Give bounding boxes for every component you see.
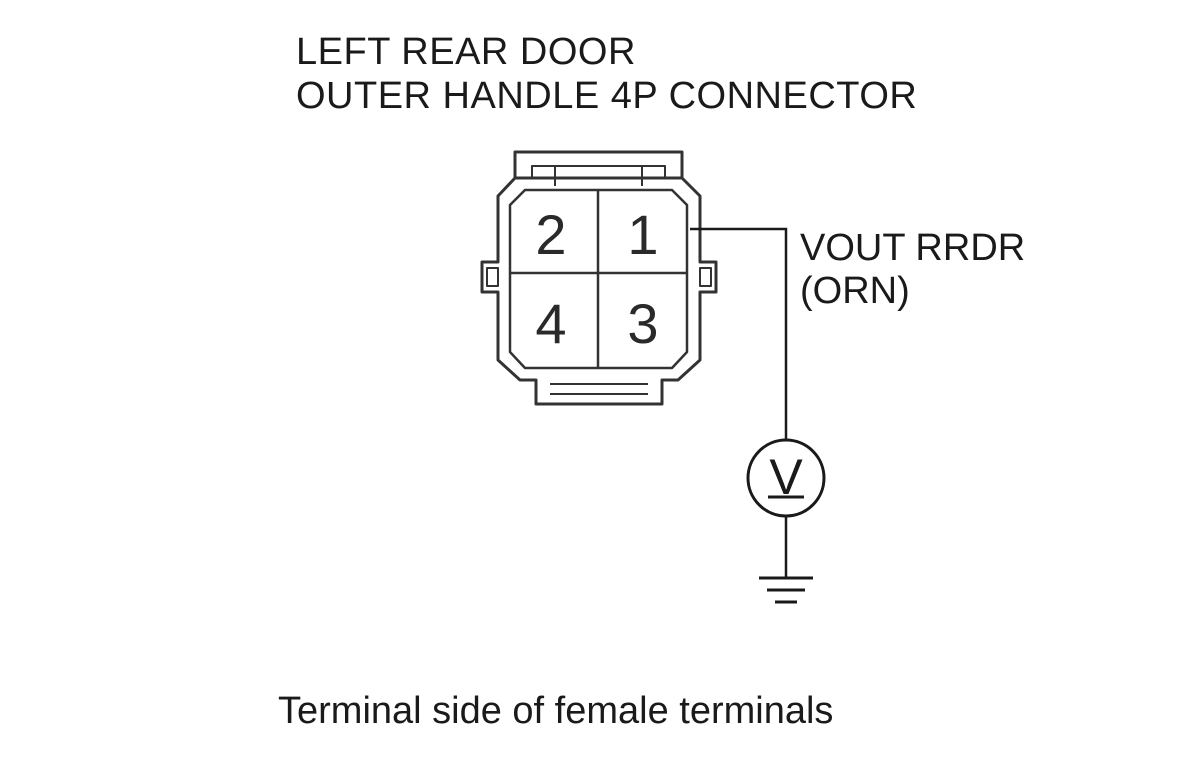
ground-icon bbox=[759, 576, 813, 604]
connector-top-latch bbox=[513, 150, 684, 178]
connector-4p bbox=[480, 150, 718, 406]
connector-title-line-1: LEFT REAR DOOR bbox=[296, 31, 636, 73]
voltmeter-icon: V bbox=[746, 438, 826, 518]
connector-outer-body bbox=[480, 176, 718, 406]
terminal-4: 4 bbox=[535, 292, 566, 355]
connector-title-line-2: OUTER HANDLE 4P CONNECTOR bbox=[296, 75, 918, 117]
view-caption: Terminal side of female terminals bbox=[278, 690, 834, 732]
connector-top-latch-inner bbox=[531, 165, 666, 178]
probe-wire bbox=[690, 227, 788, 440]
terminal-3: 3 bbox=[627, 292, 658, 355]
terminal-2: 2 bbox=[535, 203, 566, 266]
connector-inner-cavity bbox=[508, 188, 689, 370]
wire-color-label: (ORN) bbox=[800, 270, 910, 312]
wire-name-label: VOUT RRDR bbox=[800, 227, 1026, 269]
terminal-1: 1 bbox=[627, 203, 658, 266]
